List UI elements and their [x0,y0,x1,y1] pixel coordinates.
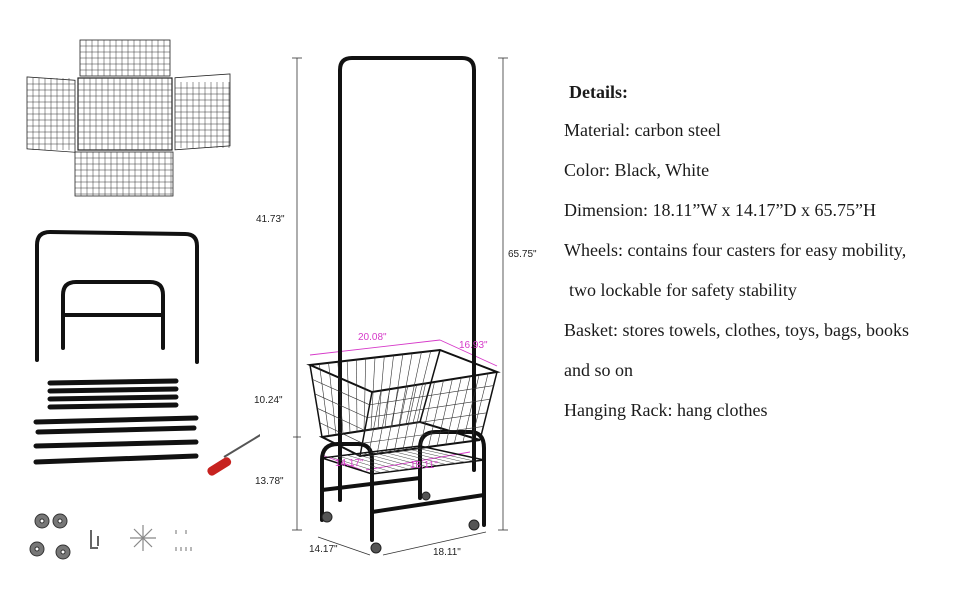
detail-dimension: Dimension: 18.11”W x 14.17”D x 65.75”H [564,200,876,220]
details-heading: Details: [569,82,628,102]
detail-material: Material: carbon steel [564,120,721,140]
hex-key-icon [90,530,99,549]
caster-wheels-icon [29,513,71,560]
dim-base-height: 13.78" [255,476,284,487]
product-illustration [240,0,560,600]
details-panel: Details: Material: carbon steel Color: B… [564,78,970,430]
dim-total-height: 65.75" [508,249,537,260]
detail-color: Color: Black, White [564,160,710,180]
dim-footprint-width: 18.11" [433,547,461,558]
parts-illustration [0,0,260,600]
detail-wheels: Wheels: contains four casters for easy m… [564,240,907,260]
dim-shelf-width: 18.11" [410,460,438,471]
dim-basket-width: 20.08" [358,332,387,343]
detail-hanging-rack: Hanging Rack: hang clothes [564,400,768,420]
screwdriver-icon [207,434,260,476]
dim-footprint-depth: 14.17" [309,544,338,555]
u-frame [35,229,199,364]
caster-wheels [321,491,480,554]
hardware-icon [130,525,192,551]
steel-tubes [33,378,199,465]
dim-basket-depth: 16.93" [459,340,488,351]
detail-basket-continued: and so on [564,360,633,380]
detail-wheels-continued: two lockable for safety stability [569,280,797,300]
dim-basket-height: 10.24" [254,395,283,406]
detail-basket: Basket: stores towels, clothes, toys, ba… [564,320,909,340]
dim-shelf-depth: 14.17" [335,458,364,469]
dim-rack-height: 41.73" [256,214,285,225]
